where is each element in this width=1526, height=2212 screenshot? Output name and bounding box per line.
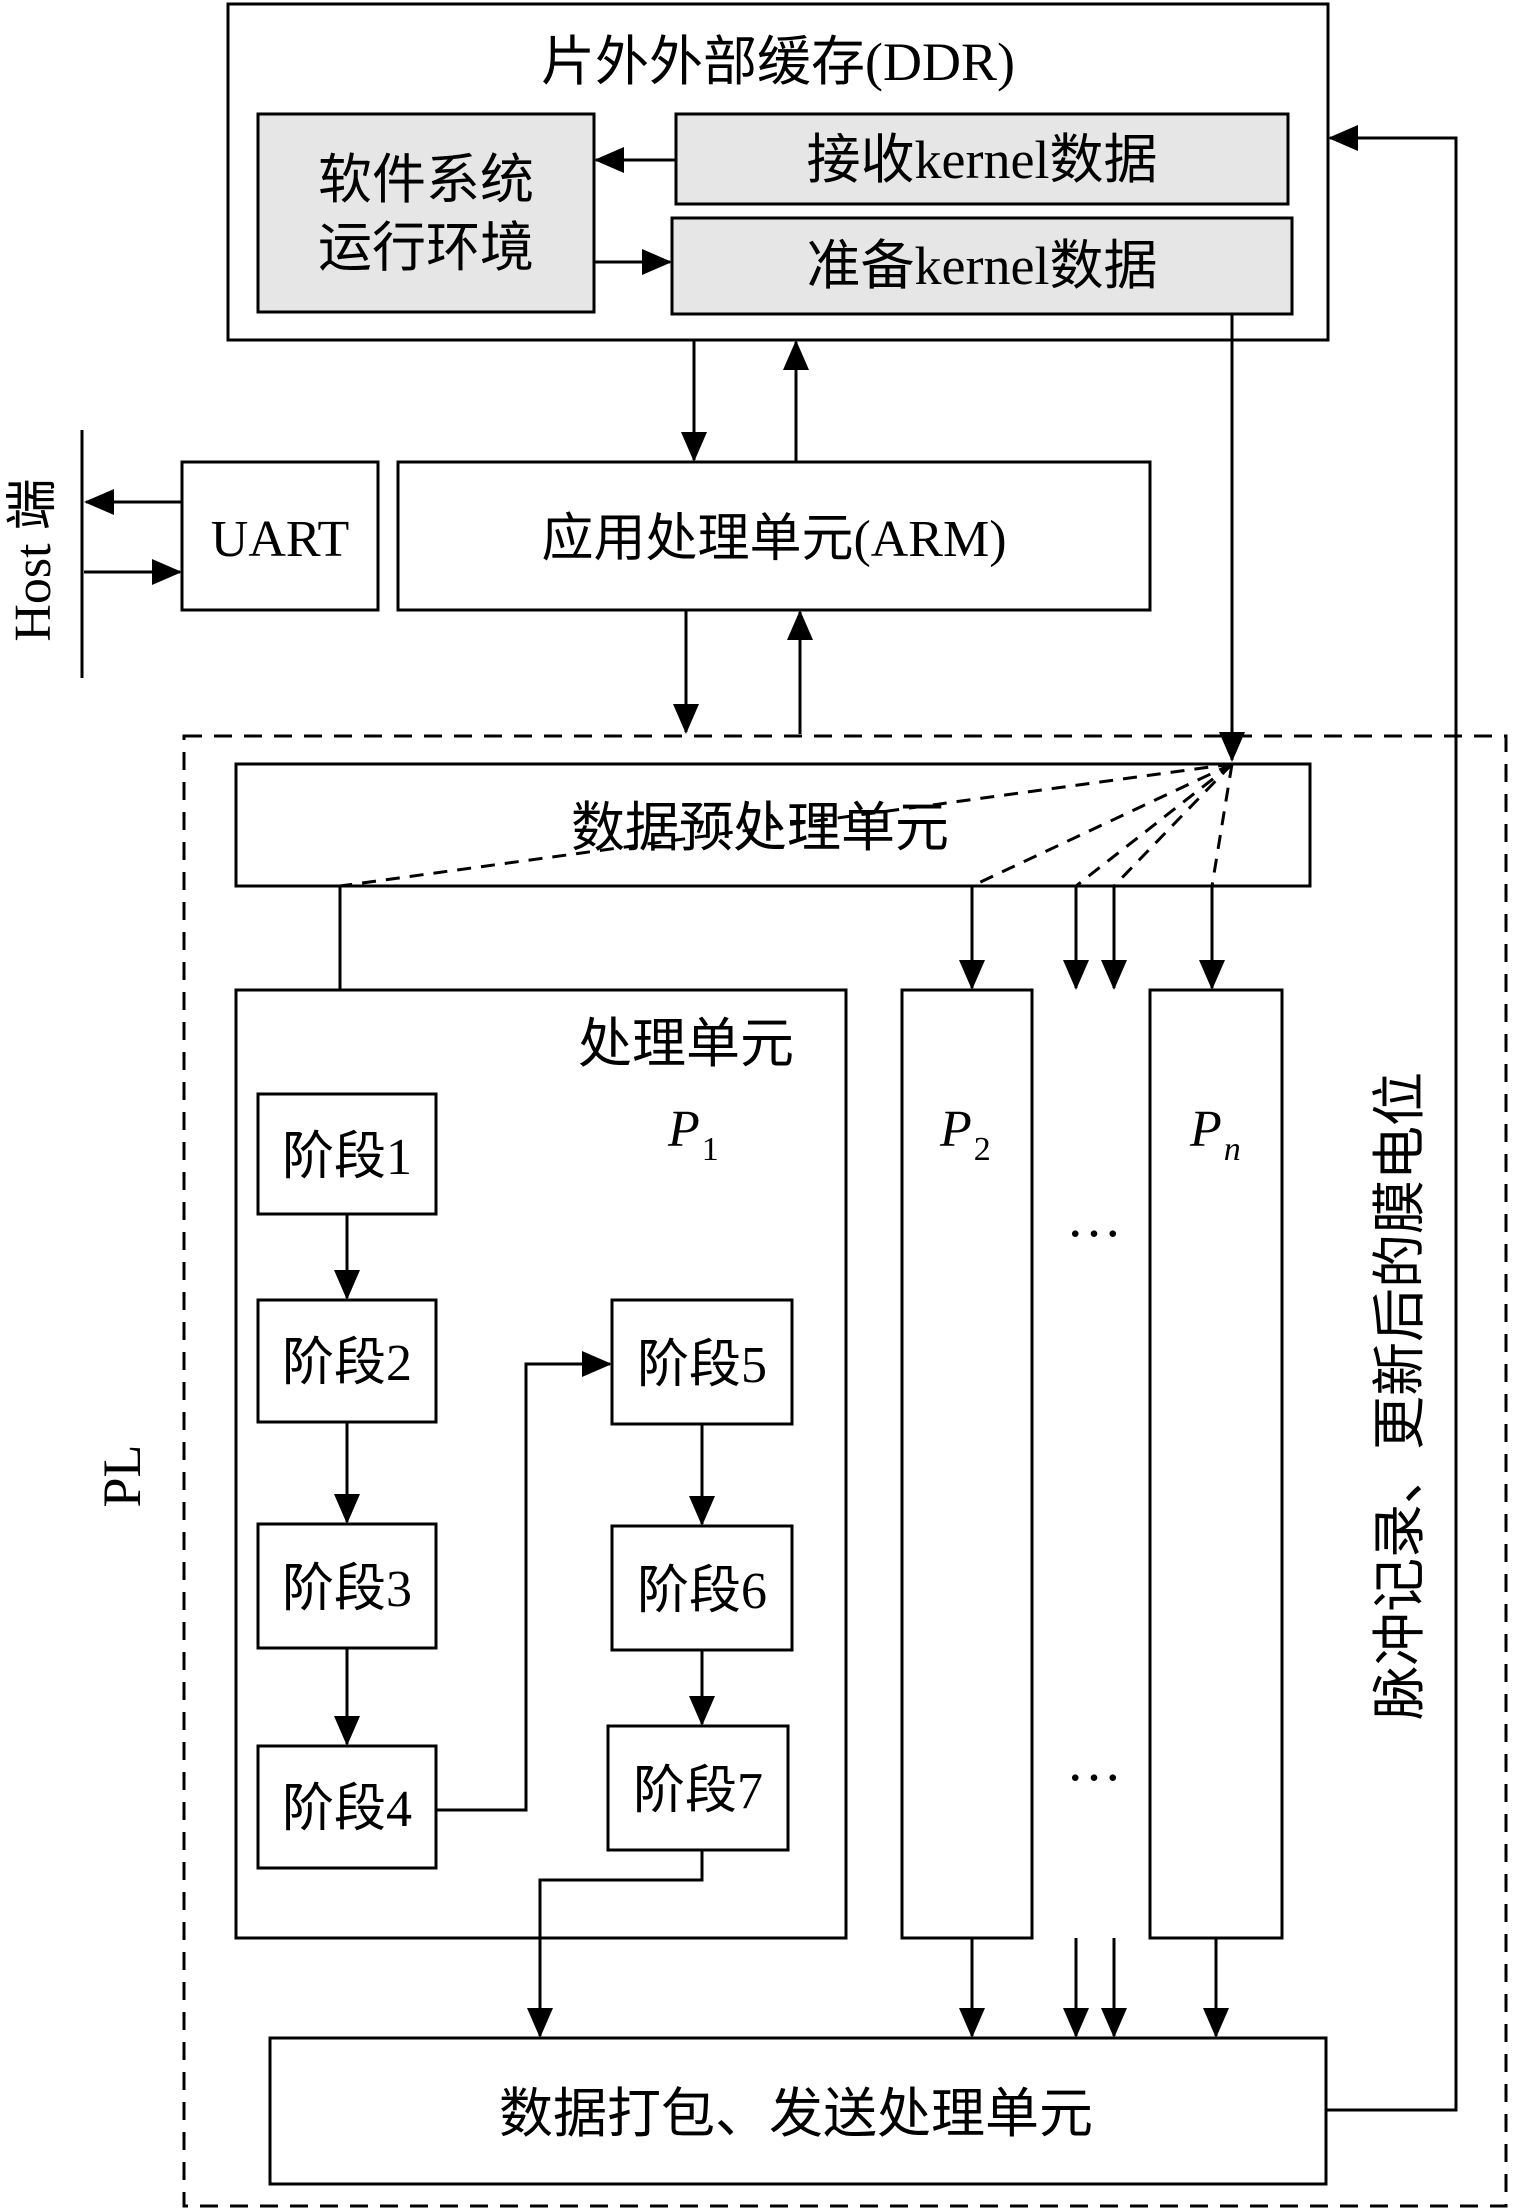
software-env-line2: 运行环境	[318, 218, 534, 278]
processing-unit-pn-box	[1148, 988, 1284, 1940]
preprocess-label: 数据预处理单元	[571, 798, 949, 858]
processing-unit-title: 处理单元	[578, 1014, 794, 1074]
host-label: Host 端	[5, 478, 62, 641]
processing-unit-p1-id: P1	[667, 1101, 719, 1168]
ddr-title: 片外外部缓存(DDR)	[541, 32, 1015, 92]
receive-kernel-box	[674, 112, 1290, 206]
stage3-box	[256, 1522, 438, 1650]
prepare-kernel-box	[670, 216, 1294, 316]
processing-unit-pn-id: Pn	[1189, 1101, 1241, 1168]
stage3-label: 阶段3	[282, 1561, 412, 1618]
stage1-box	[256, 1092, 438, 1216]
arrow-stage4-to-stage5	[436, 1351, 612, 1812]
pl-region	[182, 734, 1508, 2208]
stage6-label: 阶段6	[637, 1563, 767, 1620]
stage2-box	[256, 1298, 438, 1424]
arrow-feedback-to-ddr	[1326, 125, 1458, 2112]
stage5-box	[610, 1298, 794, 1426]
pack-send-label: 数据打包、发送处理单元	[499, 2084, 1093, 2144]
software-env-box	[256, 112, 596, 314]
feedback-label: 脉冲记录、更新后的膜电位	[1370, 1072, 1430, 1720]
ellipsis-upper: …	[1066, 1187, 1122, 1249]
uart-box	[180, 460, 380, 612]
stage1-label: 阶段1	[282, 1129, 412, 1186]
receive-kernel-label: 接收kernel数据	[807, 130, 1158, 190]
pl-label: PL	[92, 1444, 152, 1507]
stage2-label: 阶段2	[282, 1335, 412, 1392]
stage4-box	[256, 1744, 438, 1870]
pack-send-box	[268, 2036, 1328, 2186]
ellipsis-lower: …	[1066, 1731, 1122, 1793]
prepare-kernel-label: 准备kernel数据	[807, 236, 1158, 296]
stage6-box	[610, 1524, 794, 1652]
stage5-label: 阶段5	[637, 1337, 767, 1394]
dashed-fanout	[339, 762, 1234, 888]
arm-box	[396, 460, 1152, 612]
software-env-line1: 软件系统	[318, 150, 534, 210]
arrow-stage7-to-pack	[527, 1850, 704, 2038]
preprocess-box	[234, 762, 1312, 888]
stage7-label: 阶段7	[633, 1763, 763, 1820]
stage7-box	[606, 1724, 790, 1852]
arm-label: 应用处理单元(ARM)	[541, 511, 1006, 568]
uart-label: UART	[211, 511, 349, 568]
processing-unit-p2-id: P2	[939, 1101, 991, 1168]
stage4-label: 阶段4	[282, 1781, 412, 1838]
processing-unit-p2-box	[900, 988, 1034, 1940]
